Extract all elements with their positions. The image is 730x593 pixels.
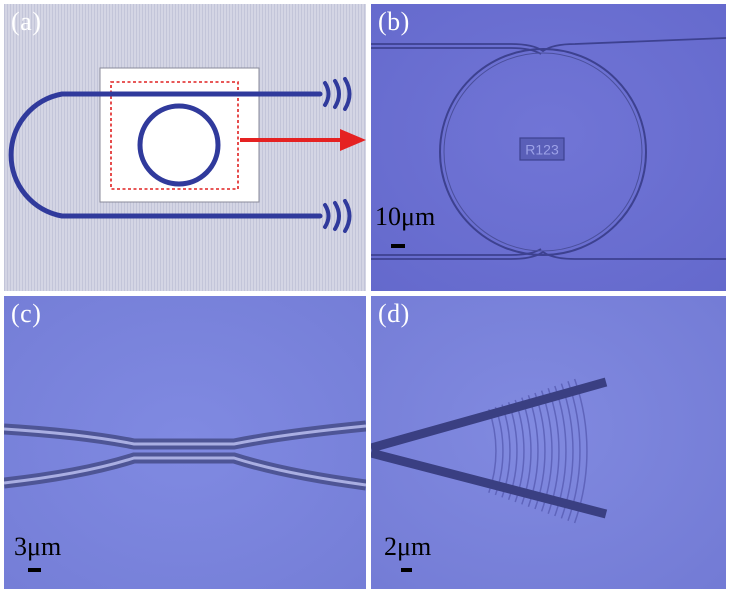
zoom-arrow-head [340, 129, 366, 151]
ring-resonator [137, 103, 221, 187]
ring-waveguide-inner [443, 52, 643, 252]
ring-micrograph: R123 [371, 4, 726, 291]
grating-micrograph [371, 296, 726, 589]
panel-a-label: (a) [11, 7, 42, 36]
scale-bar-label-c: 3μm [14, 532, 62, 561]
ring-waveguide-outer [439, 48, 647, 256]
scale-bar-label-d: 2μm [384, 532, 432, 561]
bus-waveguide-loop [8, 91, 323, 219]
panel-d-micrograph: (d) 2μm [371, 296, 726, 589]
chip-region [99, 67, 260, 203]
chip-id-label: R123 [525, 142, 559, 158]
chip-id-box [519, 137, 565, 161]
panel-c-label: (c) [11, 299, 42, 328]
scale-bar-c [28, 568, 41, 572]
coupler-micrograph [4, 296, 366, 589]
coupled-waveguides [4, 420, 366, 491]
scale-bar-d [401, 568, 412, 572]
micrograph-background [371, 296, 726, 589]
panel-d-label: (d) [378, 299, 410, 328]
scale-bar-label-b: 10μm [375, 202, 436, 231]
schematic-drawing [4, 4, 366, 291]
grating-coupler-top [323, 77, 352, 111]
scale-bar-b [391, 244, 405, 248]
panel-b-label: (b) [378, 7, 410, 36]
zoom-region-box [110, 81, 239, 190]
panel-a-schematic: (a) [4, 4, 366, 291]
grating-coupler-bottom [323, 199, 352, 233]
panel-c-micrograph: (c) 3μm [4, 296, 366, 589]
taper-waveguides [371, 377, 608, 519]
panel-b-micrograph: R123 (b) 10μm [371, 4, 726, 291]
